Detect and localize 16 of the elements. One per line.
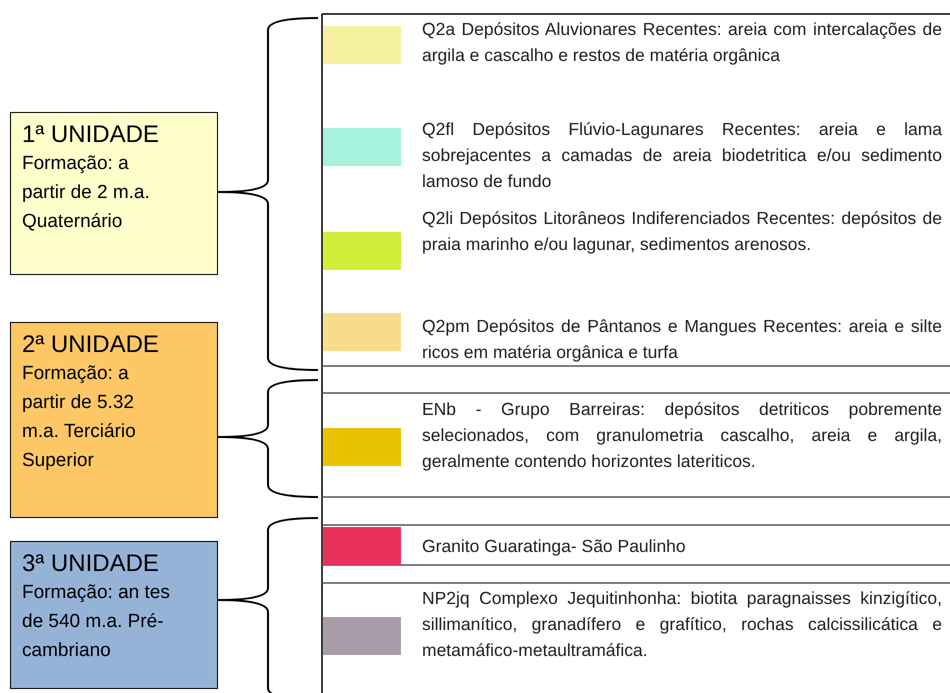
legend-text: Q2li Depósitos Litorâneos Indiferenciados Recentes: depósitos de praia marinho e/ou lagunar, sedimentos arenosos. bbox=[422, 207, 942, 256]
unit-box bbox=[10, 112, 218, 275]
legend-text: ENb - Grupo Barreiras: depósitos detriticos pobremente selecionados, com granulometria cascalho, areia e argila, geralmente contendo horizontes lateriticos. bbox=[422, 398, 942, 473]
unit-description: Formação: a partir de 2 m.a. Quaternário bbox=[22, 152, 151, 234]
unit-box bbox=[10, 541, 218, 689]
unit-box bbox=[10, 322, 218, 518]
legend-text: Q2a Depósitos Aluvionares Recentes: areia com intercalações de argila e cascalho e restos de matéria orgânica bbox=[422, 18, 942, 67]
unit-description: Formação: a partir de 5.32 m.a. Terciário Superior bbox=[22, 362, 137, 473]
unit-heading: 3ª UNIDADE bbox=[22, 550, 160, 578]
legend-text: Q2pm Depósitos de Pântanos e Mangues Recentes: areia e silte ricos em matéria orgânica e turfa bbox=[422, 315, 942, 364]
unit-description: Formação: an tes de 540 m.a. Pré-cambriano bbox=[22, 581, 171, 663]
legend-text: Q2fl Depósitos Flúvio-Lagunares Recentes: areia e lama sobrejacentes a camadas de areia biodetritica e/ou sedimento lamoso de fundo bbox=[422, 118, 942, 193]
legend-text: Granito Guaratinga- São Paulinho bbox=[422, 535, 687, 558]
unit-heading: 2ª UNIDADE bbox=[22, 331, 160, 359]
unit-heading: 1ª UNIDADE bbox=[22, 121, 160, 149]
legend-text: NP2jq Complexo Jequitinhonha: biotita paragnaisses kinzigítico, sillimanítico, granadífero e grafítico, rochas calcissilicática e metamáfico-metaultramáfica. bbox=[422, 587, 942, 662]
